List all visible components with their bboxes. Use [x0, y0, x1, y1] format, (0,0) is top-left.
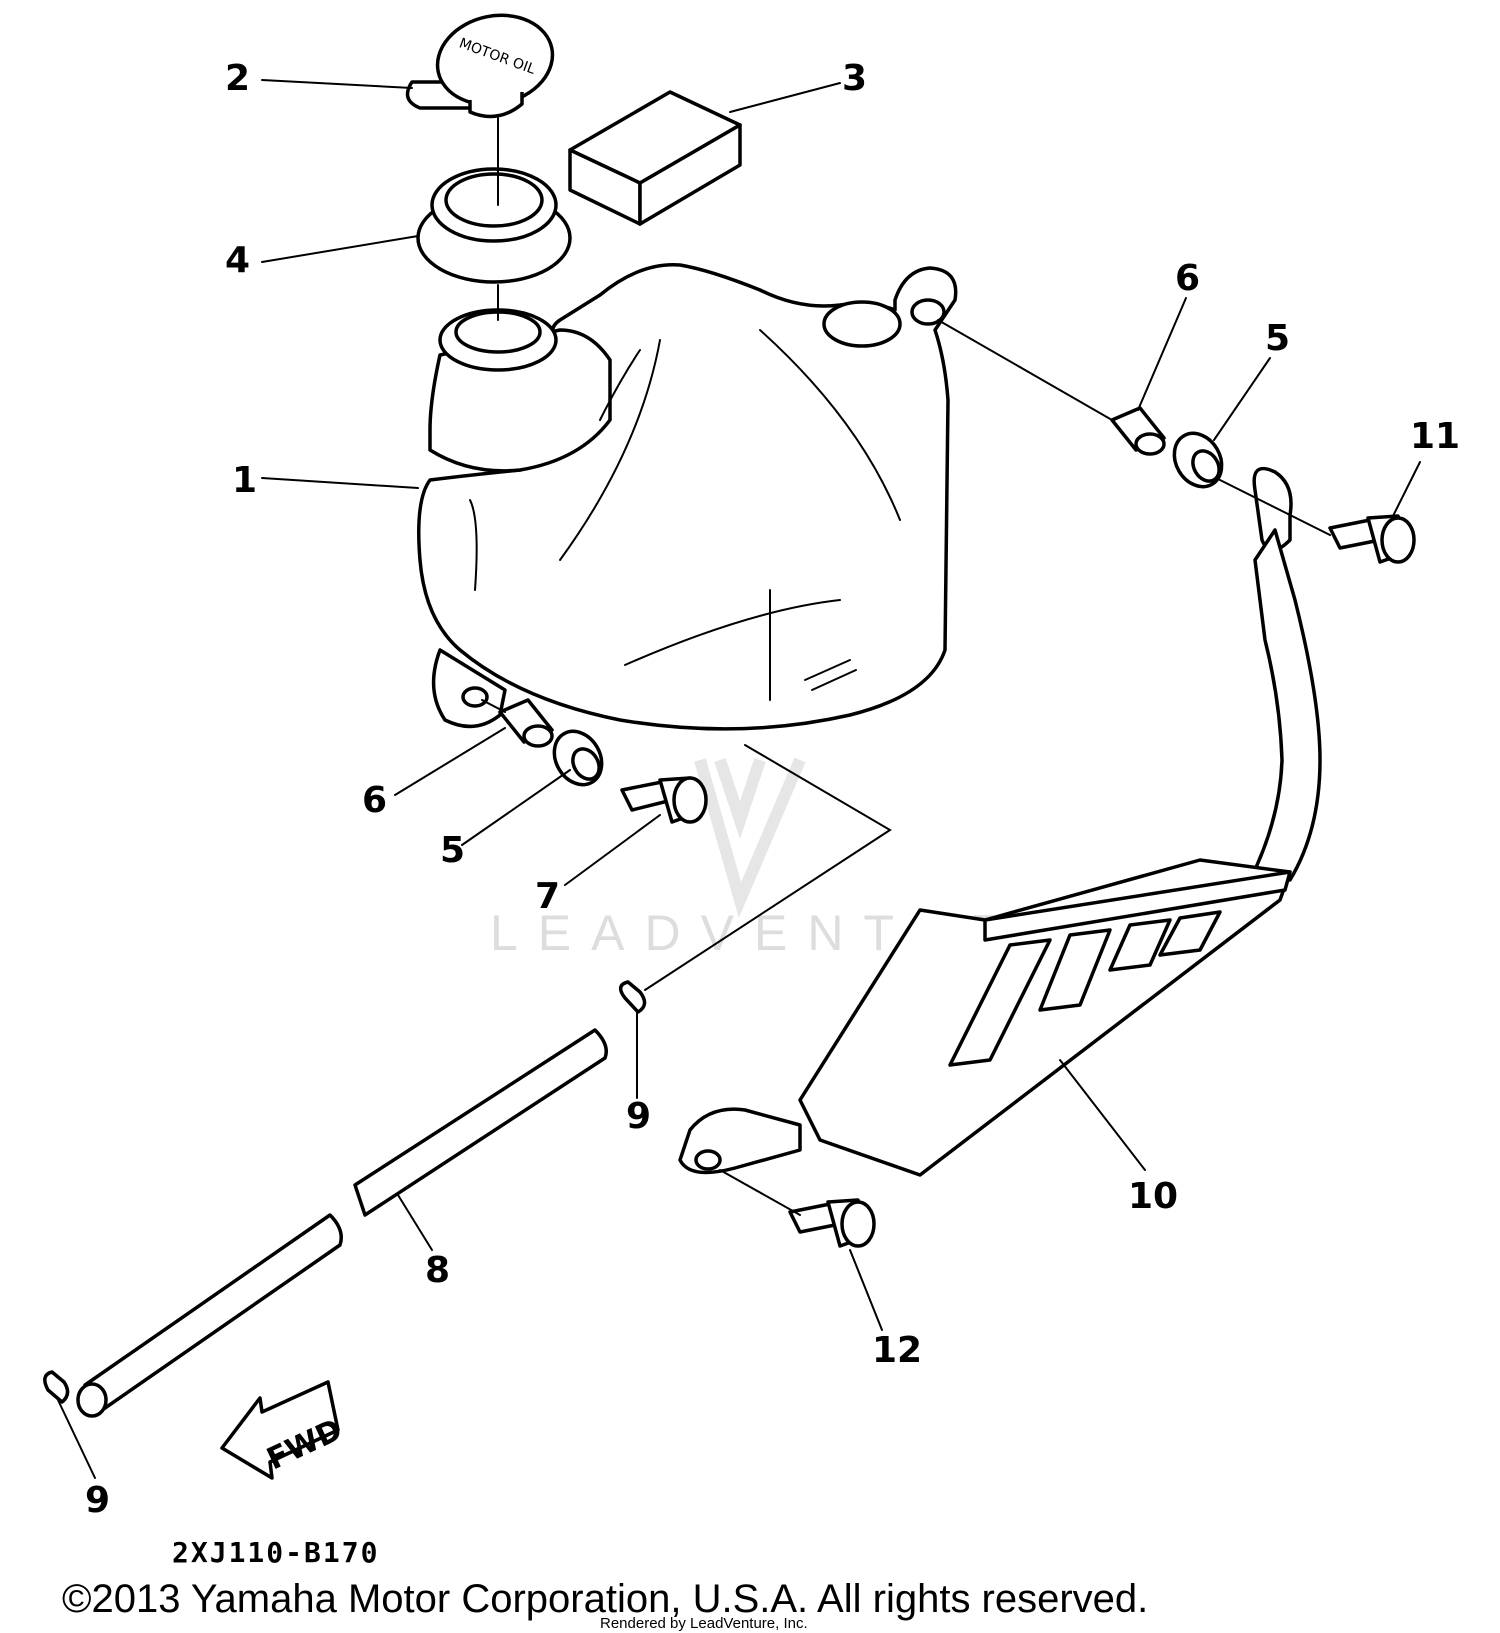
forward-arrow: FWD [220, 1380, 348, 1480]
collar-upper [1110, 406, 1166, 456]
callout-5-upper: 5 [1265, 318, 1290, 359]
callout-9-lower: 9 [85, 1480, 110, 1521]
callout-2: 2 [225, 58, 250, 99]
bolt-11 [1328, 514, 1416, 564]
callout-6-upper: 6 [1175, 258, 1200, 299]
callout-7: 7 [535, 876, 560, 917]
callout-10: 10 [1128, 1176, 1178, 1217]
oil-tank [417, 263, 958, 731]
callout-1: 1 [232, 460, 257, 501]
bolt-7 [620, 776, 708, 824]
callout-11: 11 [1410, 416, 1460, 457]
grommet-ring [416, 167, 572, 284]
callout-12: 12 [872, 1330, 922, 1371]
leader-lines [57, 79, 1421, 1479]
callout-5-lower: 5 [440, 830, 465, 871]
diagram-code: 2XJ110-B170 [172, 1536, 379, 1569]
watermark-logo [694, 757, 806, 918]
callout-8: 8 [425, 1250, 450, 1291]
hose [76, 1028, 608, 1418]
oil-cap: MOTOR OIL [405, 13, 555, 119]
callout-9-upper: 9 [626, 1096, 651, 1137]
collar-lower [498, 698, 554, 748]
bracket [678, 466, 1322, 1177]
damper-lower [552, 729, 604, 787]
foam-block [568, 90, 742, 226]
callout-numbers: 2 3 4 1 6 5 11 6 5 7 9 10 8 12 9 [85, 58, 1460, 1521]
damper-upper [1172, 431, 1224, 489]
copyright: ©2013 Yamaha Motor Corporation, U.S.A. A… [62, 1577, 1148, 1621]
callout-6-lower: 6 [362, 780, 387, 821]
hose-clip-upper [618, 980, 647, 1014]
callout-4: 4 [225, 240, 250, 281]
rendered-by: Rendered by LeadVenture, Inc. [600, 1615, 808, 1632]
callout-3: 3 [842, 58, 867, 99]
hose-clip-lower [43, 1370, 70, 1404]
bolt-12 [788, 1198, 876, 1248]
